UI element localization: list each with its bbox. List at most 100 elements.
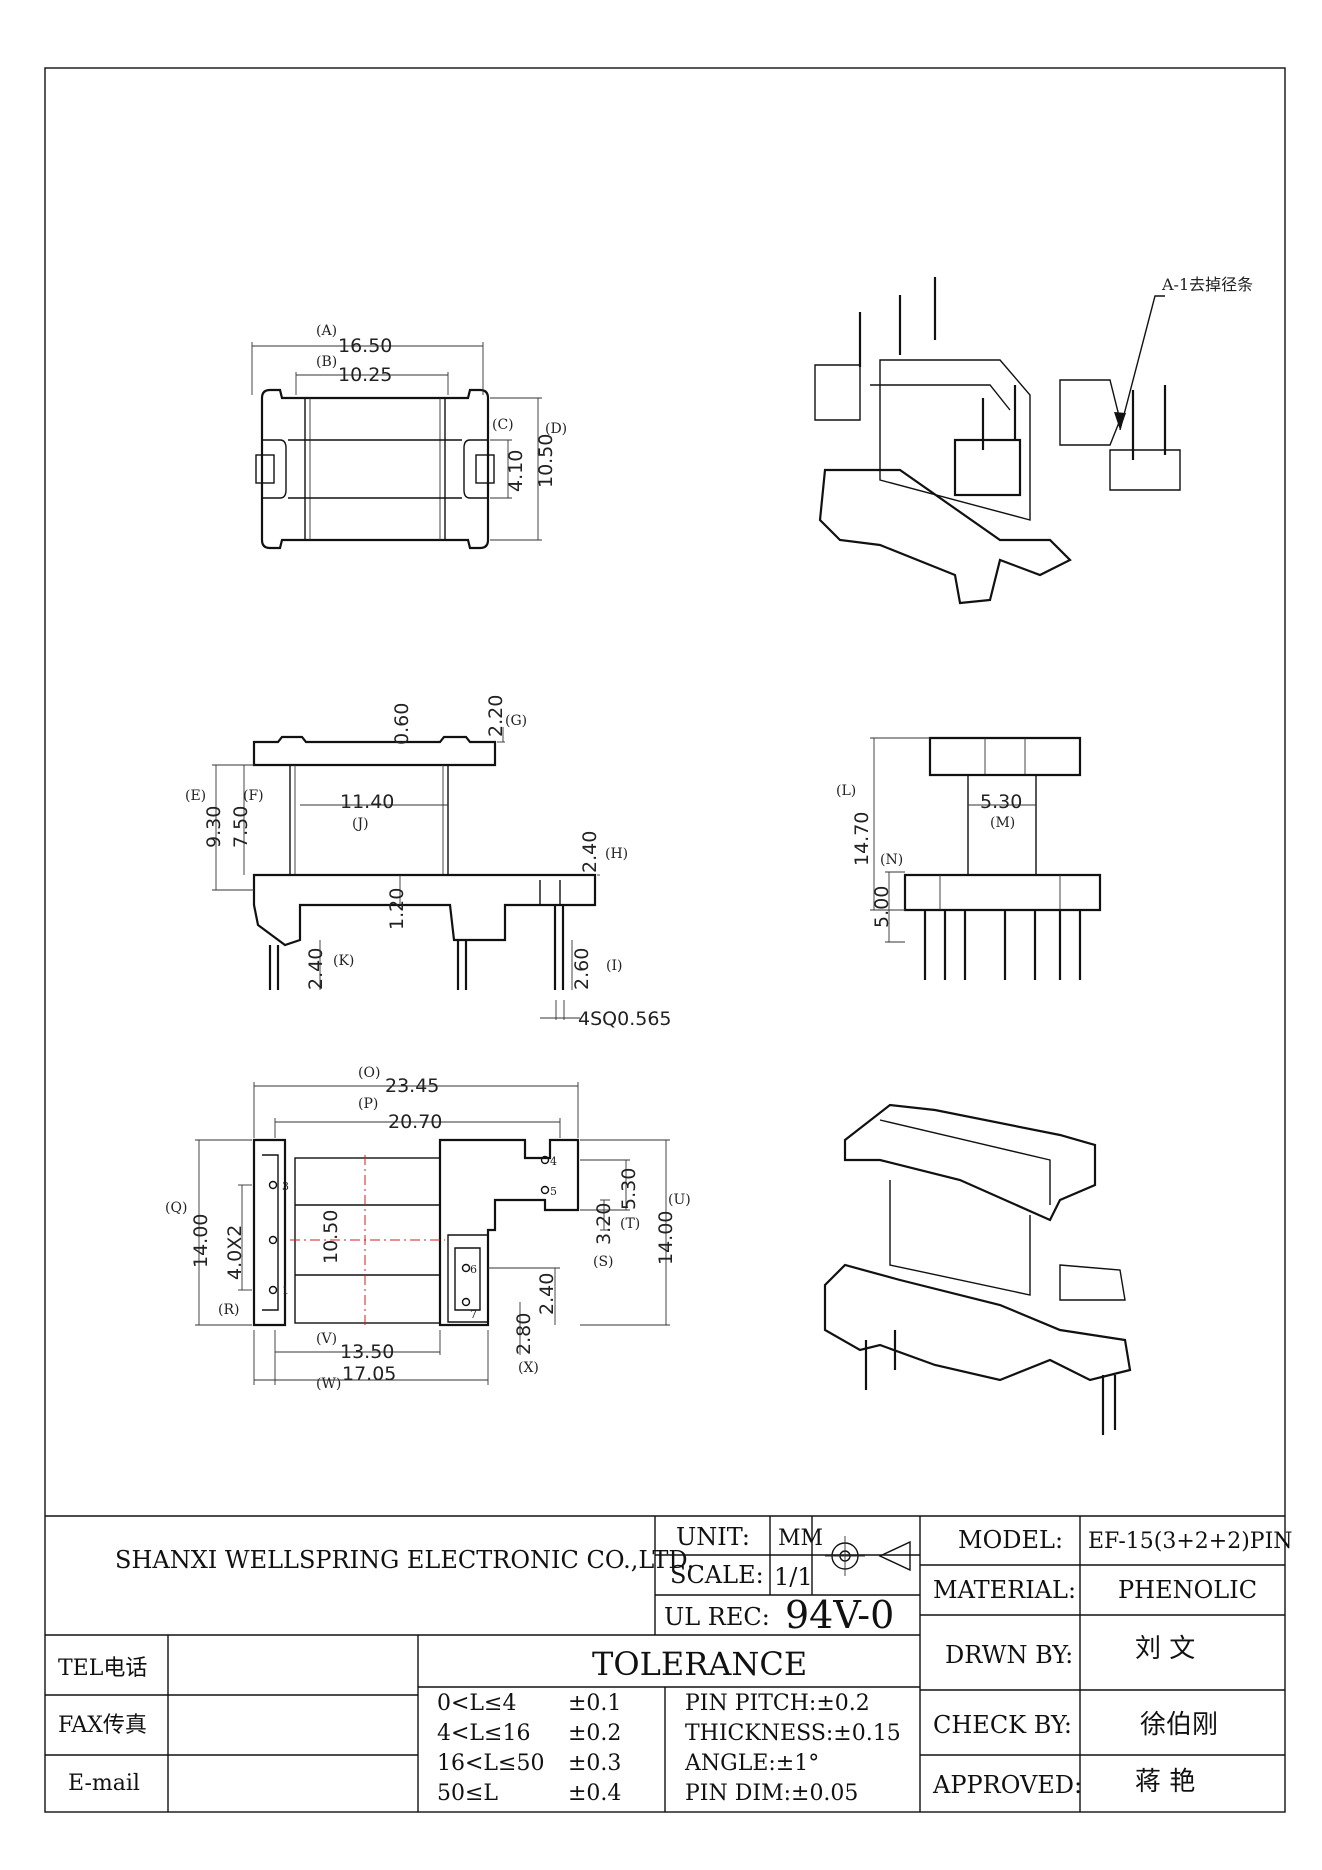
dim-5.30: 5.30 bbox=[980, 791, 1022, 813]
spec-pin-dim: PIN DIM:±0.05 bbox=[685, 1781, 858, 1806]
dim-h-label: (H) bbox=[605, 846, 628, 862]
scale-label: SCALE: bbox=[670, 1561, 764, 1589]
dim-i-label: (I) bbox=[606, 958, 622, 974]
dim-5.30-t: 5.30 bbox=[618, 1168, 640, 1210]
dim-d-label: (D) bbox=[545, 421, 567, 437]
dim-2.20: 2.20 bbox=[485, 695, 507, 737]
approved-value: 蒋 艳 bbox=[1135, 1767, 1195, 1797]
dim-a-label: (A) bbox=[316, 323, 337, 339]
title-block bbox=[45, 1515, 1285, 1812]
dim-14.70: 14.70 bbox=[851, 812, 873, 866]
dim-10.50: 10.50 bbox=[320, 1210, 342, 1264]
pin-label-1: 1 bbox=[282, 1284, 289, 1297]
dim-o-label: (O) bbox=[358, 1065, 380, 1081]
dim-13.50: 13.50 bbox=[340, 1341, 394, 1363]
tolerance-value-1: ±0.1 bbox=[568, 1691, 621, 1716]
pin-label-6: 6 bbox=[470, 1263, 477, 1276]
dim-b-label: (B) bbox=[316, 354, 337, 370]
material-value: PHENOLIC bbox=[1118, 1576, 1257, 1604]
isometric-view-bottom bbox=[823, 1103, 1132, 1435]
tolerance-value-2: ±0.2 bbox=[568, 1721, 621, 1746]
pin-label-4: 4 bbox=[550, 1155, 557, 1168]
pin-label-5: 5 bbox=[550, 1185, 557, 1198]
dim-2.40-k: 2.40 bbox=[305, 948, 327, 990]
material-label: MATERIAL: bbox=[933, 1576, 1076, 1604]
dim-t-label: (T) bbox=[620, 1216, 640, 1232]
tolerance-range-1: 0<L≤4 bbox=[437, 1691, 516, 1716]
dim-l-label: (L) bbox=[836, 783, 856, 799]
tel-label: TEL电话 bbox=[58, 1656, 147, 1681]
dim-2.60: 2.60 bbox=[571, 948, 593, 990]
dim-p-label: (P) bbox=[358, 1096, 378, 1112]
tolerance-title: TOLERANCE bbox=[592, 1645, 807, 1683]
check-by-value: 徐伯刚 bbox=[1140, 1710, 1218, 1740]
unit-value: MM bbox=[778, 1526, 823, 1551]
projection-cone-icon bbox=[878, 1540, 911, 1572]
dim-q-label: (Q) bbox=[165, 1200, 187, 1216]
dim-7.50: 7.50 bbox=[230, 806, 252, 848]
dim-4.0x2: 4.0X2 bbox=[224, 1225, 246, 1280]
dim-s-label: (S) bbox=[593, 1254, 614, 1270]
dim-23.45: 23.45 bbox=[385, 1075, 439, 1097]
tolerance-value-3: ±0.3 bbox=[568, 1751, 621, 1776]
tolerance-range-3: 16<L≤50 bbox=[437, 1751, 544, 1776]
dim-17.05: 17.05 bbox=[342, 1363, 396, 1385]
fax-label: FAX传真 bbox=[58, 1713, 147, 1738]
dim-x-label: (X) bbox=[518, 1360, 539, 1376]
top-view bbox=[251, 342, 542, 550]
dim-14.00-q: 14.00 bbox=[190, 1214, 212, 1268]
annotation-remove-rib: A-1去掉径条 bbox=[1161, 275, 1253, 294]
drawn-by-label: DRWN BY: bbox=[945, 1641, 1073, 1669]
email-label: E-mail bbox=[68, 1771, 140, 1796]
dim-11.40: 11.40 bbox=[340, 791, 394, 813]
dim-5.00: 5.00 bbox=[871, 886, 893, 928]
dim-e-label: (E) bbox=[185, 788, 206, 804]
dim-2.80: 2.80 bbox=[513, 1313, 535, 1355]
drawn-by-value: 刘 文 bbox=[1135, 1634, 1195, 1664]
dim-14.00-u: 14.00 bbox=[655, 1211, 677, 1265]
tolerance-value-4: ±0.4 bbox=[568, 1781, 621, 1806]
pin-label-3: 3 bbox=[282, 1180, 289, 1193]
dim-m-label: (M) bbox=[990, 815, 1015, 831]
spec-angle: ANGLE:±1° bbox=[684, 1751, 819, 1776]
dim-j-label: (J) bbox=[352, 816, 369, 832]
dim-n-label: (N) bbox=[880, 852, 903, 868]
dim-c-value: 4.10 bbox=[505, 450, 527, 492]
dim-u-label: (U) bbox=[668, 1192, 691, 1208]
dim-2.40: 2.40 bbox=[536, 1273, 558, 1315]
dim-2.40-h: 2.40 bbox=[579, 831, 601, 873]
dim-3.20: 3.20 bbox=[593, 1203, 615, 1245]
ul-rec-value: 94V-0 bbox=[785, 1593, 894, 1637]
dim-a-value: 16.50 bbox=[338, 335, 392, 357]
dim-k-label: (K) bbox=[333, 953, 354, 969]
isometric-view-top bbox=[814, 277, 1181, 605]
company-name: SHANXI WELLSPRING ELECTRONIC CO.,LTD. bbox=[115, 1546, 694, 1574]
dim-pin-size: 4SQ0.565 bbox=[578, 1008, 672, 1030]
dim-r-label: (R) bbox=[218, 1302, 239, 1318]
bottom-view bbox=[195, 1082, 670, 1385]
check-by-label: CHECK BY: bbox=[933, 1711, 1072, 1739]
dim-w-label: (W) bbox=[316, 1376, 341, 1392]
dim-v-label: (V) bbox=[316, 1331, 337, 1347]
dim-9.30: 9.30 bbox=[203, 806, 225, 848]
dim-20.70: 20.70 bbox=[388, 1111, 442, 1133]
dim-g-label: (G) bbox=[505, 713, 527, 729]
tolerance-range-2: 4<L≤16 bbox=[437, 1721, 530, 1746]
spec-pin-pitch: PIN PITCH:±0.2 bbox=[685, 1691, 870, 1716]
dim-0.60: 0.60 bbox=[391, 703, 413, 745]
dim-f-label: (F) bbox=[243, 788, 264, 804]
dim-1.20: 1.20 bbox=[386, 888, 408, 930]
approved-label: APPROVED: bbox=[932, 1771, 1082, 1799]
model-value: EF-15(3+2+2)PIN bbox=[1088, 1529, 1293, 1554]
ul-rec-label: UL REC: bbox=[664, 1603, 770, 1631]
dim-d-value: 10.50 bbox=[535, 434, 557, 488]
side-view bbox=[870, 736, 1102, 980]
unit-label: UNIT: bbox=[676, 1523, 750, 1551]
dim-c-label: (C) bbox=[492, 417, 514, 433]
model-label: MODEL: bbox=[958, 1526, 1063, 1554]
scale-value: 1/1 bbox=[774, 1563, 813, 1591]
tolerance-range-4: 50≤L bbox=[437, 1781, 498, 1806]
spec-thickness: THICKNESS:±0.15 bbox=[685, 1721, 901, 1746]
front-view bbox=[212, 727, 600, 1020]
